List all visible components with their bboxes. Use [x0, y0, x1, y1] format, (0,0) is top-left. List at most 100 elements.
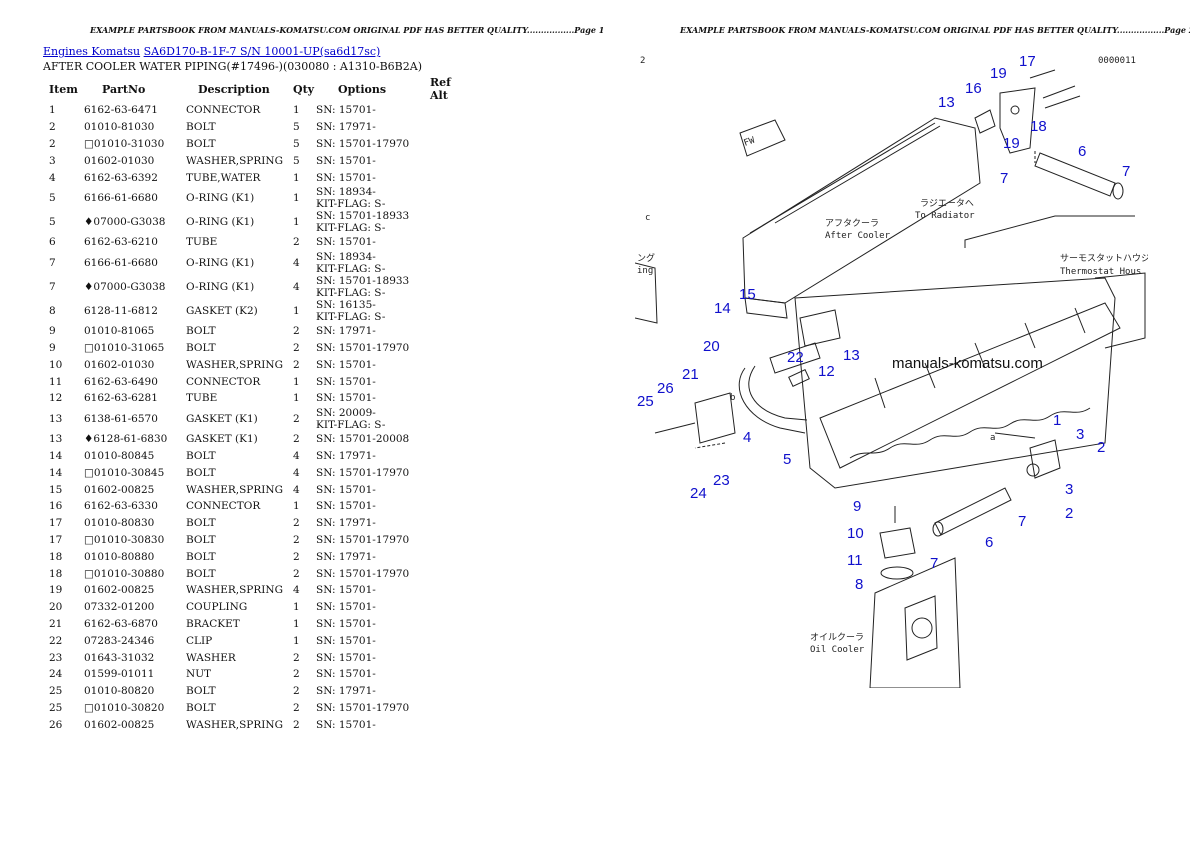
row-description: COUPLING — [186, 601, 248, 614]
callout-number: 5 — [783, 451, 791, 468]
row-item: 5 — [49, 191, 56, 204]
row-qty: 1 — [293, 191, 300, 204]
row-description: CONNECTOR — [186, 104, 261, 117]
row-description: GASKET (K1) — [186, 412, 258, 425]
row-description: CLIP — [186, 634, 213, 647]
row-qty: 1 — [293, 500, 300, 513]
column-header-partno: PartNo — [102, 82, 146, 96]
row-partno: □01010-30880 — [84, 567, 165, 580]
row-options: SN: 17971- — [316, 323, 430, 340]
row-option-serial: SN: 15701- — [316, 358, 376, 371]
row-item: 25 — [49, 701, 63, 714]
row-options: SN: 15701- — [316, 356, 430, 373]
row-qty: 2 — [293, 517, 300, 530]
row-options: SN: 15701- — [316, 169, 430, 186]
row-item: 5 — [49, 215, 56, 228]
row-ref-alt — [430, 275, 470, 299]
column-header-description: Description — [198, 82, 270, 96]
row-option-serial: SN: 18934- — [316, 250, 376, 263]
watermark: manuals-komatsu.com — [892, 355, 1043, 372]
row-options: SN: 15701- — [316, 390, 430, 407]
row-item: 2 — [49, 121, 56, 134]
row-item: 14 — [49, 466, 63, 479]
row-partno: □01010-30830 — [84, 533, 165, 546]
row-partno: 01010-80820 — [84, 685, 155, 698]
row-description: WASHER,SPRING — [186, 154, 283, 167]
row-option-serial: SN: 15701-18933 — [316, 209, 410, 222]
row-ref-alt — [430, 169, 470, 186]
callout-number: 21 — [682, 366, 699, 383]
row-options: SN: 15701-17970 — [316, 700, 430, 717]
row-options: SN: 15701-17970 — [316, 464, 430, 481]
row-option-kitflag: KIT-FLAG: S- — [316, 262, 386, 275]
row-ref-alt — [430, 582, 470, 599]
callout-number: 4 — [743, 429, 751, 446]
row-partno: 01599-01011 — [84, 668, 155, 681]
row-qty: 2 — [293, 236, 300, 249]
after-cooler-label: After Cooler — [825, 231, 891, 241]
row-options: SN: 15701- — [316, 102, 430, 119]
diagram-code: 0000011 — [1098, 56, 1136, 66]
callout-number: 7 — [930, 555, 938, 572]
row-option-serial: SN: 17971- — [316, 121, 376, 134]
row-option-serial: SN: 15701- — [316, 500, 376, 513]
row-option-serial: SN: 17971- — [316, 325, 376, 338]
row-ref-alt — [430, 683, 470, 700]
row-ref-alt — [430, 136, 470, 153]
row-options: SN: 15701- — [316, 481, 430, 498]
row-description: BOLT — [186, 449, 216, 462]
callout-number: 18 — [1030, 118, 1047, 135]
row-qty: 1 — [293, 171, 300, 184]
row-option-serial: SN: 15701-17970 — [316, 567, 410, 580]
row-ref-alt — [430, 210, 470, 234]
diagram-drawing — [634, 69, 1146, 689]
row-ref-alt — [430, 616, 470, 633]
row-partno: 6138-61-6570 — [84, 412, 158, 425]
callout-number: 12 — [818, 363, 835, 380]
breadcrumb-link-engines[interactable]: Engines Komatsu — [43, 45, 141, 58]
row-partno: 01010-81030 — [84, 121, 155, 134]
row-item: 25 — [49, 685, 63, 698]
callout-number: 14 — [714, 300, 731, 317]
callout-number: 13 — [938, 94, 955, 111]
row-description: WASHER,SPRING — [186, 358, 283, 371]
row-description: O-RING (K1) — [186, 280, 255, 293]
callout-number: 16 — [965, 80, 982, 97]
breadcrumb-link-model[interactable]: SA6D170-B-1F-7 S/N 10001-UP(sa6d17sc) — [143, 45, 381, 58]
row-option-serial: SN: 15701- — [316, 668, 376, 681]
row-options: SN: 15701- — [316, 373, 430, 390]
callout-number: 7 — [1000, 170, 1008, 187]
row-option-serial: SN: 15701- — [316, 617, 376, 630]
row-partno: 6162-63-6392 — [84, 171, 158, 184]
callout-number: 7 — [1122, 163, 1130, 180]
row-ref-alt — [430, 649, 470, 666]
row-qty: 1 — [293, 617, 300, 630]
row-item: 12 — [49, 392, 63, 405]
row-qty: 1 — [293, 304, 300, 317]
row-partno: 01643-31032 — [84, 651, 155, 664]
callout-number: 8 — [855, 576, 863, 593]
row-options: SN: 15701- — [316, 632, 430, 649]
row-item: 15 — [49, 483, 63, 496]
oil-cooler-label: Oil Cooler — [810, 645, 865, 655]
row-partno: 6162-63-6210 — [84, 236, 158, 249]
row-options: SN: 15701- — [316, 666, 430, 683]
row-qty: 2 — [293, 550, 300, 563]
row-qty: 2 — [293, 433, 300, 446]
row-option-kitflag: KIT-FLAG: S- — [316, 310, 386, 323]
row-ref-alt — [430, 700, 470, 717]
row-qty: 2 — [293, 325, 300, 338]
